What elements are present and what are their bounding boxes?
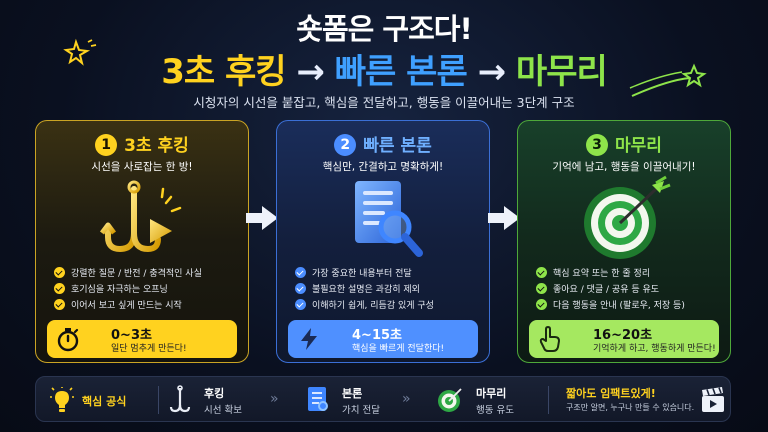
check-icon — [54, 299, 65, 310]
main-title: 숏폼은 구조다! — [296, 12, 472, 46]
headline-step-body: 빠른 본론 — [334, 52, 468, 92]
time-range: 16~20초 — [593, 328, 653, 343]
target-icon — [438, 388, 462, 412]
headline-step-hook: 3초 후킹 — [161, 52, 286, 92]
pointing-hand-icon — [539, 326, 560, 352]
tagline: 짧아도 임팩트있게! — [566, 387, 656, 400]
sparkle-star-icon — [629, 63, 707, 97]
card-ending: 3 마무리 기억에 남고, 행동을 이끌어내기! 핵심 요약 또는 한 줄 정리 … — [517, 120, 731, 363]
check-icon — [54, 283, 65, 294]
card-subtitle: 핵심만, 간결하고 명확하게! — [322, 161, 444, 173]
formula-bar: 핵심 공식 후킹 시선 확보 » 본론 가치 전달 » 마무리 행동 유도 짧아… — [35, 376, 731, 422]
list-item: 강렬한 질문 / 반전 / 충격적인 사실 — [54, 266, 240, 282]
card-title-label: 빠른 본론 — [363, 136, 432, 156]
card-subtitle: 시선을 사로잡는 한 방! — [91, 161, 193, 173]
time-badge: 4~15초 핵심을 빠르게 전달한다! — [288, 320, 478, 358]
list-item: 가장 중요한 내용부터 전달 — [295, 266, 481, 282]
hook-icon — [169, 385, 191, 413]
time-range: 0~3초 — [111, 328, 152, 343]
check-icon — [536, 267, 547, 278]
lightbulb-icon — [50, 387, 74, 412]
card-hook: 1 3초 후킹 시선을 사로잡는 한 방! 강렬한 질문 / 반전 / 충격적인 … — [35, 120, 249, 363]
formula-item-desc: 시선 확보 — [204, 405, 242, 416]
bullet-text: 호기심을 자극하는 오프닝 — [71, 285, 168, 295]
card-title: 2 빠른 본론 — [277, 131, 489, 156]
bullet-text: 강렬한 질문 / 반전 / 충격적인 사실 — [71, 269, 202, 279]
card-subtitle: 기억에 남고, 행동을 이끌어내기! — [552, 161, 696, 173]
card-title: 3 마무리 — [518, 131, 730, 156]
card-bullets: 강렬한 질문 / 반전 / 충격적인 사실 호기심을 자극하는 오프닝 이어서 … — [54, 266, 240, 314]
time-desc: 핵심을 빠르게 전달한다! — [352, 344, 445, 354]
headline-arrow: → — [296, 52, 324, 92]
arrow-right-icon — [246, 206, 278, 230]
step-number: 3 — [586, 134, 609, 156]
bullet-text: 핵심 요약 또는 한 줄 정리 — [553, 269, 651, 279]
document-icon — [308, 387, 328, 411]
check-icon — [54, 267, 65, 278]
sparkle-star-icon — [63, 38, 97, 66]
bullet-text: 불필요한 설명은 과감히 제외 — [312, 285, 420, 295]
hook-icon — [100, 180, 182, 253]
subtitle: 시청자의 시선을 붙잡고, 핵심을 전달하고, 행동을 이끌어내는 3단계 구조 — [193, 95, 575, 110]
headline-arrow: → — [477, 52, 506, 92]
card-body: 2 빠른 본론 핵심만, 간결하고 명확하게! 가장 중요한 내용부터 전달 불필… — [276, 120, 490, 363]
clapperboard-icon — [702, 387, 724, 412]
card-title-label: 마무리 — [615, 136, 662, 156]
formula-item-title: 후킹 — [204, 387, 225, 400]
target-arrow-icon — [584, 175, 671, 259]
time-badge: 16~20초 기억하게 하고, 행동하게 만든다! — [529, 320, 719, 358]
list-item: 좋아요 / 댓글 / 공유 등 유도 — [536, 282, 722, 298]
list-item: 이해하기 쉽게, 리듬감 있게 구성 — [295, 298, 481, 314]
card-bullets: 핵심 요약 또는 한 줄 정리 좋아요 / 댓글 / 공유 등 유도 다음 행동… — [536, 266, 722, 314]
list-item: 이어서 보고 싶게 만드는 시작 — [54, 298, 240, 314]
list-item: 다음 행동을 안내 (팔로우, 저장 등) — [536, 298, 722, 314]
headline-step-ending: 마무리 — [515, 52, 608, 92]
check-icon — [536, 299, 547, 310]
time-desc: 기억하게 하고, 행동하게 만든다! — [593, 344, 716, 354]
divider — [158, 386, 159, 414]
stopwatch-icon — [57, 328, 79, 352]
step-number: 2 — [334, 134, 357, 156]
card-title-label: 3초 후킹 — [124, 136, 189, 156]
formula-item-title: 본론 — [342, 387, 363, 400]
time-badge: 0~3초 일단 멈추게 만든다! — [47, 320, 237, 358]
check-icon — [295, 283, 306, 294]
bullet-text: 좋아요 / 댓글 / 공유 등 유도 — [553, 285, 660, 295]
time-desc: 일단 멈추게 만든다! — [111, 344, 187, 354]
chevron-right-icon: » — [402, 391, 410, 407]
check-icon — [536, 283, 547, 294]
list-item: 불필요한 설명은 과감히 제외 — [295, 282, 481, 298]
card-title: 1 3초 후킹 — [36, 131, 248, 156]
arrow-right-icon — [488, 206, 520, 230]
formula-item-title: 마무리 — [476, 387, 507, 400]
tagline-sub: 구조만 알면, 누구나 만들 수 있습니다. — [566, 403, 695, 412]
document-search-icon — [355, 181, 423, 257]
check-icon — [295, 299, 306, 310]
formula-item-desc: 가치 전달 — [342, 405, 380, 416]
bullet-text: 이어서 보고 싶게 만드는 시작 — [71, 301, 182, 311]
bullet-text: 이해하기 쉽게, 리듬감 있게 구성 — [312, 301, 434, 311]
bullet-text: 가장 중요한 내용부터 전달 — [312, 269, 412, 279]
check-icon — [295, 267, 306, 278]
formula-item-desc: 행동 유도 — [476, 405, 514, 416]
time-range: 4~15초 — [352, 328, 402, 343]
list-item: 핵심 요약 또는 한 줄 정리 — [536, 266, 722, 282]
structure-headline: 3초 후킹 → 빠른 본론 → 마무리 — [0, 44, 768, 93]
chevron-right-icon: » — [270, 391, 278, 407]
list-item: 호기심을 자극하는 오프닝 — [54, 282, 240, 298]
card-bullets: 가장 중요한 내용부터 전달 불필요한 설명은 과감히 제외 이해하기 쉽게, … — [295, 266, 481, 314]
lightning-icon — [301, 328, 317, 350]
divider — [548, 386, 549, 414]
bullet-text: 다음 행동을 안내 (팔로우, 저장 등) — [553, 301, 685, 311]
formula-label: 핵심 공식 — [82, 395, 127, 408]
step-number: 1 — [95, 134, 118, 156]
